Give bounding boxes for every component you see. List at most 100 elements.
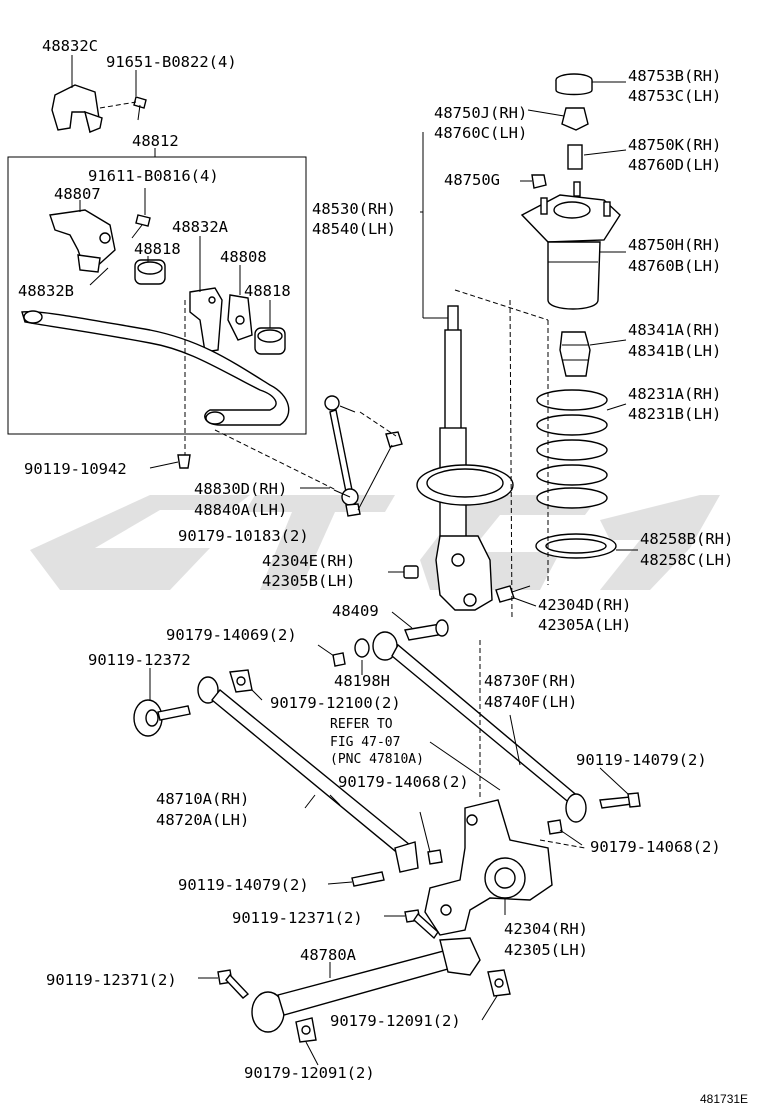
- watermark-logo: [30, 495, 720, 590]
- label-48750k: 48750K(RH): [628, 136, 721, 154]
- part-labels: 48832C 91651-B0822(4) 48812 91611-B0816(…: [18, 37, 748, 1106]
- bolt-90119-12371-center-drawing: [404, 909, 439, 940]
- label-48740f: 48740F(LH): [484, 693, 577, 711]
- cam-bolt-90119-12372-drawing: [133, 699, 191, 737]
- label-42304d: 42304D(RH): [538, 596, 631, 614]
- bushing-48750k-drawing: [567, 144, 583, 170]
- label-91651-b0822: 91651-B0822(4): [106, 53, 237, 71]
- dust-cap-48753b-drawing: [555, 73, 593, 96]
- label-90119-12371-left: 90119-12371(2): [46, 971, 177, 989]
- bump-stopper-48341a-drawing: [559, 331, 591, 377]
- shock-absorber-drawing: [416, 305, 514, 611]
- bracket-48808-drawing: [227, 294, 253, 341]
- label-90119-14079-right: 90119-14079(2): [576, 751, 707, 769]
- label-48231b: 48231B(LH): [628, 405, 721, 423]
- refer-note-line3: (PNC 47810A): [330, 752, 424, 767]
- stabilizer-group-box: [7, 156, 307, 435]
- label-90119-14079-left: 90119-14079(2): [178, 876, 309, 894]
- label-48720a: 48720A(LH): [156, 811, 249, 829]
- label-90179-12100: 90179-12100(2): [270, 694, 401, 712]
- trailing-arm-48780a-drawing: [251, 937, 481, 1033]
- label-48341a: 48341A(RH): [628, 321, 721, 339]
- bolt-48409-drawing: [404, 619, 449, 641]
- label-48760d: 48760D(LH): [628, 156, 721, 174]
- label-48832a: 48832A: [172, 218, 229, 236]
- stabilizer-bar-drawing: [21, 310, 290, 426]
- figure-number: 481731E: [700, 1092, 748, 1106]
- refer-note-line2: FIG 47-07: [330, 735, 400, 750]
- nut-90179-14069-drawing: [332, 652, 346, 667]
- cam-90179-12091-right-drawing: [487, 969, 511, 997]
- lateral-link-48710a-drawing: [197, 676, 419, 873]
- label-42305a: 42305A(LH): [538, 616, 631, 634]
- label-48730f: 48730F(RH): [484, 672, 577, 690]
- label-48753b: 48753B(RH): [628, 67, 721, 85]
- cam-90179-12091-bottom-drawing: [295, 1017, 317, 1043]
- support-48750h-drawing: [520, 181, 621, 310]
- label-48750h: 48750H(RH): [628, 236, 721, 254]
- label-48409: 48409: [332, 602, 379, 620]
- label-48832c: 48832C: [42, 37, 98, 55]
- label-48710a: 48710A(RH): [156, 790, 249, 808]
- label-90179-14069: 90179-14069(2): [166, 626, 297, 644]
- cam-90179-12100-drawing: [229, 669, 253, 693]
- label-48198h: 48198H: [334, 672, 390, 690]
- label-48818-right: 48818: [244, 282, 291, 300]
- bushing-42304e-drawing: [403, 565, 419, 579]
- bushing-48818-right-drawing: [254, 327, 286, 355]
- label-90179-12091-right: 90179-12091(2): [330, 1012, 461, 1030]
- label-48231a: 48231A(RH): [628, 385, 721, 403]
- bracket-48832a-drawing: [189, 287, 223, 353]
- label-42304: 42304(RH): [504, 920, 588, 938]
- label-42304e: 42304E(RH): [262, 552, 355, 570]
- label-48807: 48807: [54, 185, 101, 203]
- nut-90179-14068-right-drawing: [547, 819, 563, 835]
- label-48341b: 48341B(LH): [628, 342, 721, 360]
- label-42305b: 42305B(LH): [262, 572, 355, 590]
- label-48808: 48808: [220, 248, 267, 266]
- label-90179-14068-right: 90179-14068(2): [590, 838, 721, 856]
- stabilizer-link-drawing: [324, 395, 403, 517]
- label-48840a: 48840A(LH): [194, 501, 287, 519]
- label-48780a: 48780A: [300, 946, 357, 964]
- label-48760c: 48760C(LH): [434, 124, 527, 142]
- label-90119-10942: 90119-10942: [24, 460, 127, 478]
- bolt-90119-10942-drawing: [177, 454, 191, 469]
- bracket-48832c-drawing: [51, 55, 103, 134]
- refer-note-line1: REFER TO: [330, 717, 393, 732]
- bolt-90119-12371-left-drawing: [217, 969, 250, 999]
- label-90119-12371-center: 90119-12371(2): [232, 909, 363, 927]
- nut-48750g-drawing: [531, 174, 547, 189]
- label-90179-10183: 90179-10183(2): [178, 527, 309, 545]
- label-90179-14068-top: 90179-14068(2): [338, 773, 469, 791]
- bolt-90119-14079-left-drawing: [351, 871, 385, 887]
- label-48750g: 48750G: [444, 171, 500, 189]
- leader-lines: [79, 70, 638, 1066]
- bolt-90119-14079-right-drawing: [599, 792, 641, 809]
- lateral-link-48730f-drawing: [372, 631, 587, 823]
- label-48750j: 48750J(RH): [434, 104, 527, 122]
- label-48818-left: 48818: [134, 240, 181, 258]
- nut-48750j-drawing: [561, 107, 589, 131]
- label-48258c: 48258C(LH): [640, 551, 733, 569]
- label-90179-12091-bottom: 90179-12091(2): [244, 1064, 375, 1082]
- knuckle-42304-drawing: [424, 799, 553, 936]
- washer-48198h-drawing: [354, 638, 370, 658]
- bolt-91651-drawing: [99, 96, 147, 121]
- label-48832b: 48832B: [18, 282, 74, 300]
- label-42305: 42305(LH): [504, 941, 588, 959]
- label-48258b: 48258B(RH): [640, 530, 733, 548]
- label-48540: 48540(LH): [312, 220, 396, 238]
- bushing-48818-left-drawing: [134, 259, 166, 285]
- bolt-91611-drawing: [131, 214, 151, 239]
- bracket-48807-drawing: [49, 209, 116, 273]
- label-48830d: 48830D(RH): [194, 480, 287, 498]
- label-48753c: 48753C(LH): [628, 87, 721, 105]
- label-48530: 48530(RH): [312, 200, 396, 218]
- spring-seat-48258b-drawing: [535, 533, 617, 559]
- label-48760b: 48760B(LH): [628, 257, 721, 275]
- coil-spring-48231a-drawing: [536, 389, 608, 509]
- label-48812: 48812: [132, 132, 179, 150]
